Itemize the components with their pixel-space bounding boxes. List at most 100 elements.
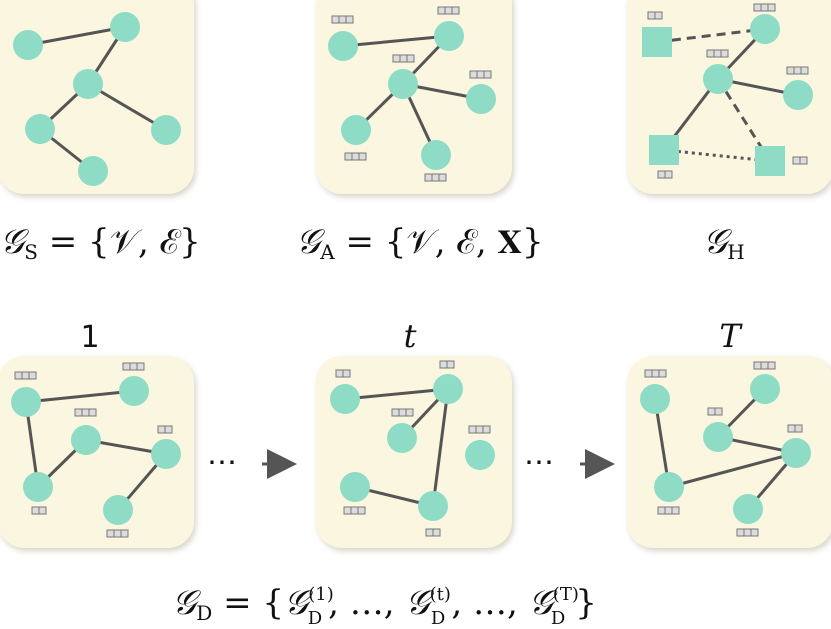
panel-background xyxy=(316,0,512,194)
nodes xyxy=(328,21,496,170)
nodes xyxy=(11,376,181,525)
feature-vector-icon xyxy=(335,369,351,378)
feature-vector-icon xyxy=(392,54,415,63)
static-graph-label: 𝒢S = {𝒱, ℰ} xyxy=(0,222,201,264)
feature-vector-icon xyxy=(792,156,808,165)
node xyxy=(781,438,811,468)
feature-vector-icon xyxy=(787,424,803,433)
node xyxy=(750,14,780,44)
node xyxy=(11,387,41,417)
node-square xyxy=(755,146,785,176)
panel-background xyxy=(0,0,194,194)
node-features xyxy=(335,360,491,537)
ellipsis: ⋯ xyxy=(207,445,237,480)
node-features xyxy=(14,362,173,538)
node xyxy=(703,422,733,452)
ellipsis: ⋯ xyxy=(524,445,554,480)
node xyxy=(328,31,358,61)
nodes xyxy=(642,14,813,176)
panel-background xyxy=(627,356,831,548)
node xyxy=(466,84,496,114)
node xyxy=(434,21,464,51)
time-progression-arrow: ⋯ xyxy=(207,445,297,480)
heterogeneous-graph-panel xyxy=(627,0,831,194)
node xyxy=(433,374,463,404)
node xyxy=(78,156,108,186)
node xyxy=(703,64,733,94)
feature-vector-icon xyxy=(753,3,776,12)
attributed-graph-label: 𝒢A = {𝒱, ℰ, 𝐗} xyxy=(296,222,544,264)
feature-vector-icon xyxy=(425,528,441,537)
nodes xyxy=(13,12,181,186)
node xyxy=(640,384,670,414)
node xyxy=(25,114,55,144)
node-features xyxy=(644,361,803,537)
node-features xyxy=(647,3,809,179)
feature-vector-icon xyxy=(786,66,809,75)
node xyxy=(330,384,360,414)
feature-vector-icon xyxy=(14,371,37,380)
feature-vector-icon xyxy=(391,408,414,417)
node xyxy=(341,115,371,145)
feature-vector-icon xyxy=(469,70,492,79)
attributed-graph-panel xyxy=(316,0,512,194)
feature-vector-icon xyxy=(331,15,354,24)
node xyxy=(103,495,133,525)
node xyxy=(23,472,53,502)
feature-vector-icon xyxy=(736,528,759,537)
feature-vector-icon xyxy=(657,170,673,179)
dynamic-snapshot-first xyxy=(0,356,194,548)
node xyxy=(388,69,418,99)
feature-vector-icon xyxy=(753,361,776,370)
node-features xyxy=(331,6,492,182)
feature-vector-icon xyxy=(706,49,729,58)
node xyxy=(733,494,763,524)
node xyxy=(387,423,417,453)
static-graph-panel xyxy=(0,0,194,194)
panel-background xyxy=(316,356,512,548)
node xyxy=(119,376,149,406)
node xyxy=(421,140,451,170)
feature-vector-icon xyxy=(343,506,366,515)
dynamic-snapshot-last xyxy=(627,356,831,548)
feature-vector-icon xyxy=(106,529,129,538)
node xyxy=(418,491,448,521)
node xyxy=(750,374,780,404)
nodes xyxy=(330,374,495,521)
feature-vector-icon xyxy=(424,173,447,182)
node xyxy=(783,80,813,110)
feature-vector-icon xyxy=(647,11,663,20)
node xyxy=(71,425,101,455)
feature-vector-icon xyxy=(157,425,173,434)
node xyxy=(465,440,495,470)
time-progression-arrow: ⋯ xyxy=(524,445,615,480)
feature-vector-icon xyxy=(439,360,455,369)
feature-vector-icon xyxy=(707,407,723,416)
time-step-first: 1 xyxy=(80,320,99,355)
time-step-last: T xyxy=(719,317,743,355)
feature-vector-icon xyxy=(74,408,97,417)
node xyxy=(151,439,181,469)
node-square xyxy=(642,27,672,57)
feature-vector-icon xyxy=(657,506,680,515)
node xyxy=(73,69,103,99)
feature-vector-icon xyxy=(122,362,145,371)
feature-vector-icon xyxy=(344,152,367,161)
node xyxy=(151,115,181,145)
node xyxy=(110,12,140,42)
node xyxy=(654,472,684,502)
node xyxy=(13,30,43,60)
heterogeneous-graph-label: 𝒢H xyxy=(703,222,745,264)
node xyxy=(340,472,370,502)
feature-vector-icon xyxy=(437,6,460,15)
panel-background xyxy=(0,356,194,548)
dynamic-graph-formula: 𝒢D = {𝒢(1)D, …, 𝒢(t)D, …, 𝒢(T)D} xyxy=(172,583,597,629)
feature-vector-icon xyxy=(468,425,491,434)
node-square xyxy=(649,135,679,165)
feature-vector-icon xyxy=(31,506,47,515)
feature-vector-icon xyxy=(644,369,667,378)
time-step-middle: t xyxy=(404,317,417,355)
dynamic-snapshot-middle xyxy=(316,356,512,548)
nodes xyxy=(640,374,811,524)
